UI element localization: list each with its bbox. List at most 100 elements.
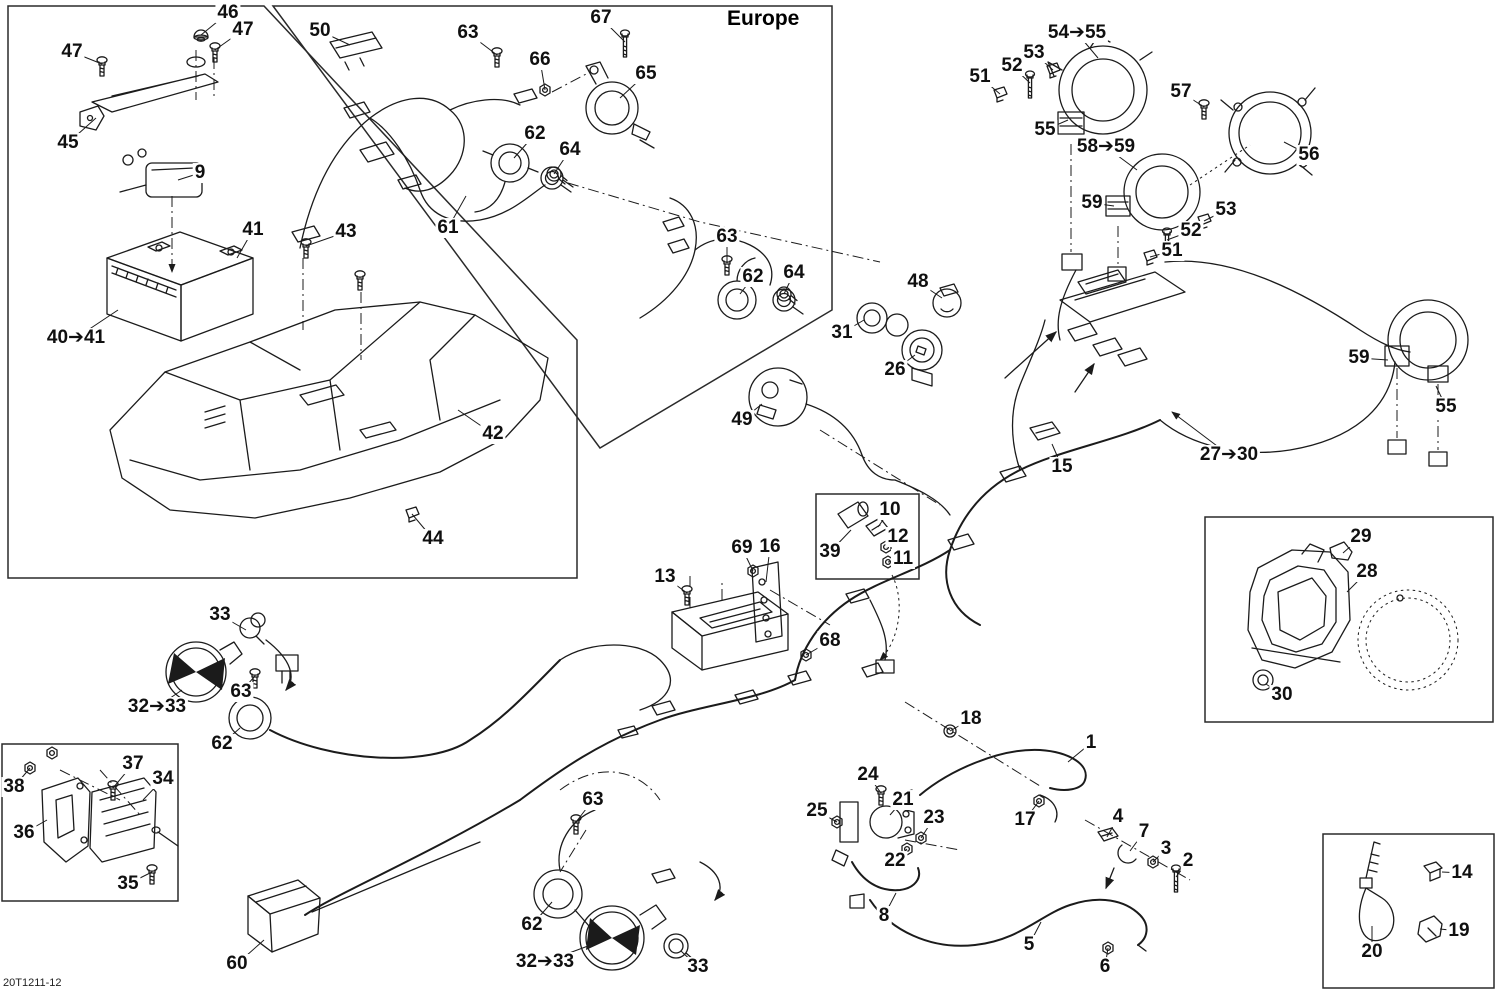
callout-9: 9 (192, 162, 208, 184)
callout-43: 43 (333, 221, 359, 243)
inset-boxes (2, 6, 1494, 988)
callout-30: 30 (1269, 684, 1295, 706)
callout-20: 20 (1359, 941, 1385, 963)
callout-29: 29 (1348, 526, 1374, 548)
callout-32-33: 32➔33 (125, 696, 189, 718)
callout-50: 50 (307, 20, 333, 42)
callout-37: 37 (120, 753, 146, 775)
callout-47: 47 (230, 19, 256, 41)
callout-7: 7 (1136, 821, 1152, 843)
screw-glyph (354, 270, 366, 291)
callout-25: 25 (804, 800, 830, 822)
callout-21: 21 (890, 789, 916, 811)
callout-56: 56 (1296, 144, 1322, 166)
callout-66: 66 (527, 49, 553, 71)
bolt-glyph (1170, 864, 1182, 893)
diagram-code: 20T1211-12 (3, 977, 62, 989)
callout-63: 63 (455, 22, 481, 44)
callout-22: 22 (882, 850, 908, 872)
rear-lamp-center-drawing (534, 772, 726, 970)
callout-8: 8 (876, 905, 892, 927)
callout-47: 47 (59, 41, 85, 63)
bolt-glyph (619, 29, 631, 58)
callout-62: 62 (209, 733, 235, 755)
callout-39: 39 (817, 541, 843, 563)
nut-glyph (46, 746, 58, 760)
callout-60: 60 (224, 953, 250, 975)
callout-53: 53 (1213, 199, 1239, 221)
bolt-glyph (1024, 70, 1036, 99)
callout-31: 31 (829, 322, 855, 344)
callout-33: 33 (685, 956, 711, 978)
europe-variant-label: Europe (727, 7, 800, 30)
callout-28: 28 (1354, 561, 1380, 583)
callout-63: 63 (714, 226, 740, 248)
screw-glyph (146, 864, 158, 885)
screw-glyph (209, 42, 221, 63)
callout-64: 64 (557, 139, 583, 161)
europe-harness-drawing (292, 32, 880, 319)
callout-41: 41 (240, 219, 266, 241)
gauge-cluster-drawing (1248, 542, 1458, 690)
callout-49: 49 (729, 409, 755, 431)
battery-assembly-drawing (80, 50, 366, 360)
callout-19: 19 (1446, 920, 1472, 942)
callout-62: 62 (740, 266, 766, 288)
callout-17: 17 (1012, 809, 1038, 831)
callout-12: 12 (885, 526, 911, 548)
callout-16: 16 (757, 536, 783, 558)
callout-13: 13 (652, 566, 678, 588)
battery-chassis-inset-box (8, 6, 577, 578)
callout-64: 64 (781, 262, 807, 284)
callout-14: 14 (1449, 862, 1475, 884)
leader-lines (14, 13, 1462, 967)
cap-glyph (193, 29, 209, 42)
callout-65: 65 (633, 63, 659, 85)
callout-23: 23 (921, 807, 947, 829)
callout-3: 3 (1158, 838, 1174, 860)
fastener-kit-inset-box (1323, 834, 1494, 988)
callout-34: 34 (150, 768, 176, 790)
clip-glyph (993, 86, 1008, 103)
callout-35: 35 (115, 873, 141, 895)
gauge-inset-box (1205, 517, 1493, 722)
callout-62: 62 (519, 914, 545, 936)
license-lamp-drawing (248, 842, 480, 952)
callout-52: 52 (1178, 220, 1204, 242)
callout-24: 24 (855, 764, 881, 786)
callout-54-55: 54➔55 (1045, 22, 1109, 44)
callout-61: 61 (435, 217, 461, 239)
callout-4: 4 (1110, 806, 1126, 828)
fuse-parts-inset-box (816, 494, 919, 579)
callout-40-41: 40➔41 (44, 327, 108, 349)
callout-15: 15 (1049, 456, 1075, 478)
callout-48: 48 (905, 271, 931, 293)
callout-53: 53 (1021, 42, 1047, 64)
callout-44: 44 (420, 528, 446, 550)
callout-27-30: 27➔30 (1197, 444, 1261, 466)
regulator-inset-box (2, 744, 178, 901)
callout-51: 51 (1159, 240, 1185, 262)
callout-68: 68 (817, 630, 843, 652)
callout-18: 18 (958, 708, 984, 730)
callout-36: 36 (11, 822, 37, 844)
screw-glyph (491, 47, 503, 68)
battery-cables-drawing (832, 750, 1190, 951)
callout-42: 42 (480, 423, 506, 445)
chassis-tray-drawing (110, 302, 548, 518)
callout-38: 38 (1, 776, 27, 798)
ecm-module-drawing (672, 562, 830, 670)
callout-26: 26 (882, 359, 908, 381)
callout-59: 59 (1346, 347, 1372, 369)
callout-32-33: 32➔33 (513, 951, 577, 973)
callout-63: 63 (580, 789, 606, 811)
callout-11: 11 (890, 548, 916, 570)
callout-5: 5 (1021, 934, 1037, 956)
callout-55: 55 (1433, 396, 1459, 418)
callout-58-59: 58➔59 (1074, 136, 1138, 158)
clip-glyph (1143, 249, 1158, 266)
callout-6: 6 (1097, 956, 1113, 978)
callout-33: 33 (207, 604, 233, 626)
callout-69: 69 (729, 537, 755, 559)
